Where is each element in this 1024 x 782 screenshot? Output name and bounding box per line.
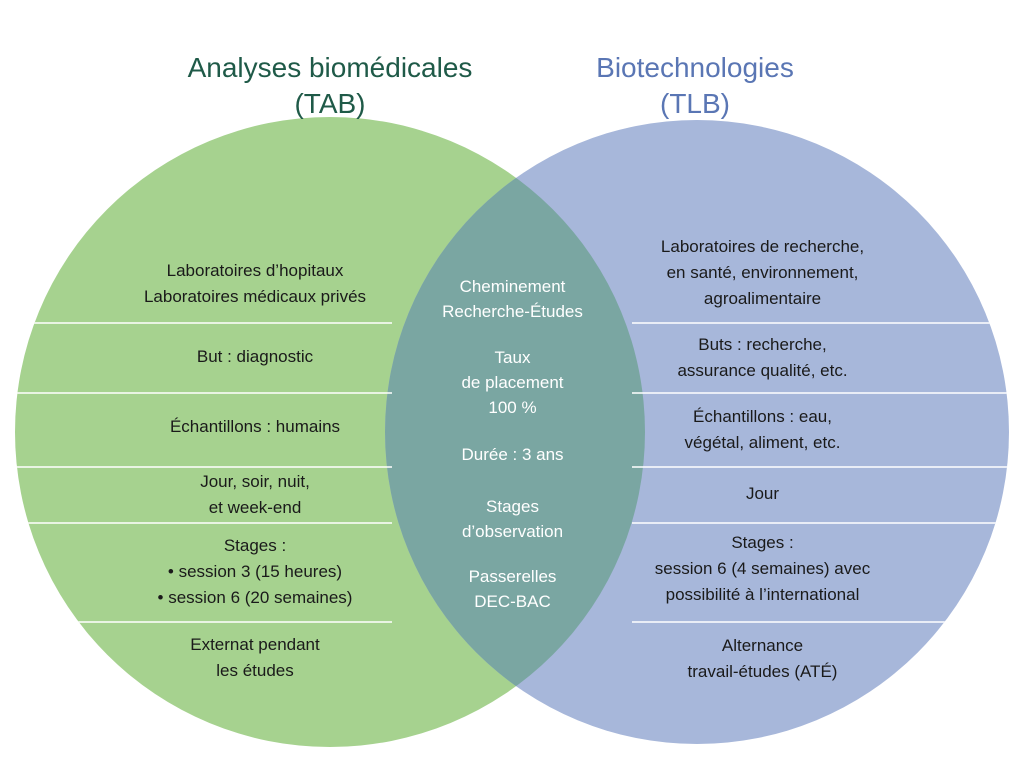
left-internships-list: session 3 (15 heures) session 6 (20 sema… bbox=[110, 559, 400, 611]
shared-duration: Durée : 3 ans bbox=[461, 445, 564, 464]
left-title-code: (TAB) bbox=[294, 88, 366, 119]
right-labs-line: agroalimentaire bbox=[703, 289, 822, 308]
shared-pathway-line: Cheminement bbox=[459, 277, 566, 296]
shared-bridges: Passerelles DEC-BAC bbox=[405, 564, 620, 614]
right-samples: Échantillons : eau, végétal, aliment, et… bbox=[620, 404, 905, 456]
overlap-region bbox=[385, 120, 645, 744]
shared-placement: Taux de placement 100 % bbox=[405, 345, 620, 420]
left-schedule-line: et week-end bbox=[208, 498, 302, 517]
shared-placement-line: Taux bbox=[494, 348, 531, 367]
shared-bridges-line: DEC-BAC bbox=[474, 592, 551, 611]
right-goals: Buts : recherche, assurance qualité, etc… bbox=[620, 332, 905, 384]
shared-placement-line: de placement bbox=[461, 373, 564, 392]
right-extra-line: travail-études (ATÉ) bbox=[687, 662, 838, 681]
left-extra-line: Externat pendant bbox=[190, 635, 320, 654]
left-schedule-line: Jour, soir, nuit, bbox=[200, 472, 310, 491]
left-title-name: Analyses biomédicales bbox=[187, 52, 473, 83]
right-internships-line: possibilité à l’international bbox=[665, 585, 860, 604]
right-goals-line: assurance qualité, etc. bbox=[677, 361, 848, 380]
left-labs-line: Laboratoires d’hopitaux bbox=[166, 261, 344, 280]
left-schedule: Jour, soir, nuit, et week-end bbox=[110, 469, 400, 521]
right-samples-line: Échantillons : eau, bbox=[693, 407, 832, 426]
shared-observation: Stages d’observation bbox=[405, 494, 620, 544]
left-dividers bbox=[15, 322, 392, 623]
right-labs-line: en santé, environnement, bbox=[666, 263, 859, 282]
right-title-name: Biotechnologies bbox=[596, 52, 794, 83]
left-labs: Laboratoires d’hopitaux Laboratoires méd… bbox=[110, 258, 400, 310]
shared-placement-line: 100 % bbox=[488, 398, 537, 417]
shared-observation-line: d’observation bbox=[461, 522, 564, 541]
left-extra-line: les études bbox=[216, 661, 294, 680]
right-goals-line: Buts : recherche, bbox=[698, 335, 827, 354]
left-goal: But : diagnostic bbox=[196, 347, 314, 366]
shared-pathway-line: Recherche-Études bbox=[442, 302, 583, 321]
right-internships: Stages : session 6 (4 semaines) avec pos… bbox=[620, 530, 905, 608]
left-internships: Stages : session 3 (15 heures) session 6… bbox=[110, 533, 400, 611]
right-extra-line: Alternance bbox=[721, 636, 804, 655]
right-extra: Alternance travail-études (ATÉ) bbox=[620, 633, 905, 685]
right-labs-line: Laboratoires de recherche, bbox=[660, 237, 865, 256]
shared-bridges-line: Passerelles bbox=[468, 567, 557, 586]
right-internships-line: Stages : bbox=[731, 533, 794, 552]
left-title: Analyses biomédicales (TAB) bbox=[130, 50, 530, 122]
shared-observation-line: Stages bbox=[486, 497, 539, 516]
list-item: session 6 (20 semaines) bbox=[110, 585, 400, 611]
list-item: session 3 (15 heures) bbox=[110, 559, 400, 585]
left-extra: Externat pendant les études bbox=[110, 632, 400, 684]
right-internships-line: session 6 (4 semaines) avec bbox=[654, 559, 871, 578]
right-title: Biotechnologies (TLB) bbox=[530, 50, 860, 122]
right-schedule: Jour bbox=[745, 484, 780, 503]
left-samples: Échantillons : humains bbox=[169, 417, 341, 436]
right-labs: Laboratoires de recherche, en santé, env… bbox=[620, 234, 905, 312]
left-labs-line: Laboratoires médicaux privés bbox=[143, 287, 367, 306]
right-samples-line: végétal, aliment, etc. bbox=[684, 433, 841, 452]
left-internships-heading: Stages : bbox=[223, 536, 287, 555]
right-title-code: (TLB) bbox=[660, 88, 730, 119]
shared-pathway: Cheminement Recherche-Études bbox=[405, 274, 620, 324]
